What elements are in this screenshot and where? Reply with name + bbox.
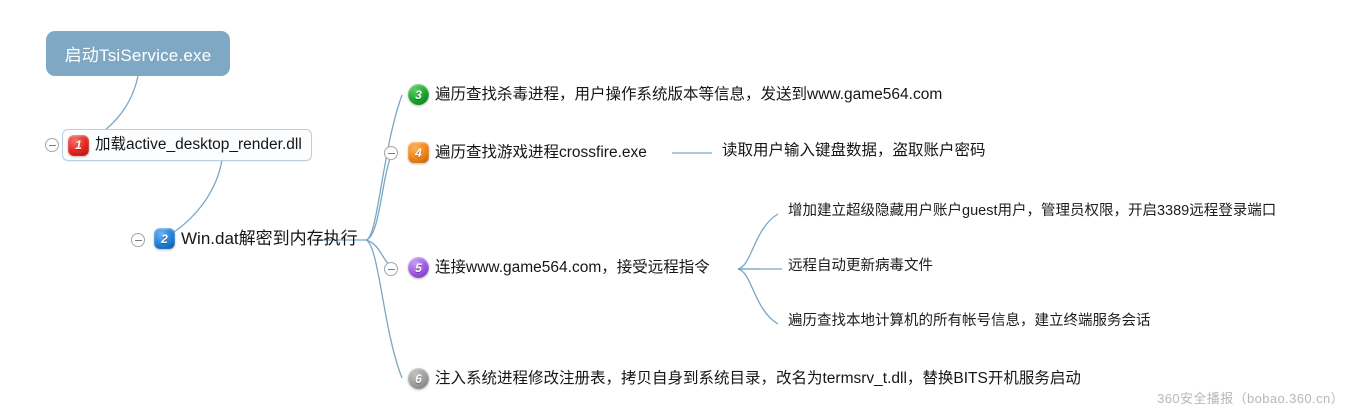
connector-hub-to-n3	[365, 94, 403, 241]
node-n4-child[interactable]: 读取用户输入键盘数据，盗取账户密码	[722, 143, 986, 159]
collapse-toggle-n1[interactable]	[45, 138, 59, 152]
collapse-toggle-n2[interactable]	[131, 233, 145, 247]
node-n1[interactable]: 1 加载active_desktop_render.dll	[62, 129, 312, 161]
node-n6[interactable]: 6 注入系统进程修改注册表，拷贝自身到系统目录，改名为termsrv_t.dll…	[408, 368, 1081, 389]
connector-subhub-to-sub3	[737, 268, 779, 325]
node-n5-child-2-label: 远程自动更新病毒文件	[788, 258, 933, 274]
node-n4[interactable]: 4 遍历查找游戏进程crossfire.exe	[408, 142, 647, 163]
node-n5-child-3-label: 遍历查找本地计算机的所有帐号信息，建立终端服务会话	[788, 313, 1151, 329]
connector-root-to-n1	[104, 75, 139, 131]
connector-subhub-to-sub1	[737, 213, 779, 270]
node-n5-child-1-label: 增加建立超级隐藏用户账户guest用户，管理员权限，开启3389远程登录端口	[788, 203, 1277, 219]
badge-number-icon-4: 4	[408, 142, 429, 163]
root-node[interactable]: 启动TsiService.exe	[46, 31, 230, 76]
badge-number-icon-5: 5	[408, 257, 429, 278]
node-n5-label: 连接www.game564.com，接受远程指令	[435, 258, 710, 276]
node-n4-child-label: 读取用户输入键盘数据，盗取账户密码	[722, 142, 986, 159]
node-n3-label: 遍历查找杀毒进程，用户操作系统版本等信息，发送到www.game564.com	[435, 85, 943, 103]
watermark: 360安全播报（bobao.360.cn）	[1157, 391, 1344, 406]
badge-number-icon-2: 2	[154, 228, 175, 249]
node-n6-label: 注入系统进程修改注册表，拷贝自身到系统目录，改名为termsrv_t.dll，替…	[435, 369, 1081, 387]
node-n5-child-2[interactable]: 远程自动更新病毒文件	[788, 259, 933, 274]
connector-hub-to-n6	[365, 239, 403, 379]
node-n5[interactable]: 5 连接www.game564.com，接受远程指令	[408, 257, 710, 278]
badge-number-icon-6: 6	[408, 368, 429, 389]
node-n1-label: 加载active_desktop_render.dll	[95, 136, 302, 154]
badge-number-icon-3: 3	[408, 84, 429, 105]
node-n5-child-3[interactable]: 遍历查找本地计算机的所有帐号信息，建立终端服务会话	[788, 314, 1151, 329]
node-n2-label: Win.dat解密到内存执行	[181, 229, 358, 248]
node-n4-label: 遍历查找游戏进程crossfire.exe	[435, 143, 647, 161]
collapse-toggle-n5[interactable]	[384, 262, 398, 276]
connector-hub-to-n4	[365, 152, 393, 241]
collapse-toggle-n4[interactable]	[384, 146, 398, 160]
node-n5-child-1[interactable]: 增加建立超级隐藏用户账户guest用户，管理员权限，开启3389远程登录端口	[788, 204, 1276, 219]
badge-number-icon-1: 1	[68, 134, 89, 156]
node-n2[interactable]: 2 Win.dat解密到内存执行	[154, 228, 358, 249]
node-n3[interactable]: 3 遍历查找杀毒进程，用户操作系统版本等信息，发送到www.game564.co…	[408, 84, 942, 105]
root-node-label: 启动TsiService.exe	[64, 46, 212, 65]
